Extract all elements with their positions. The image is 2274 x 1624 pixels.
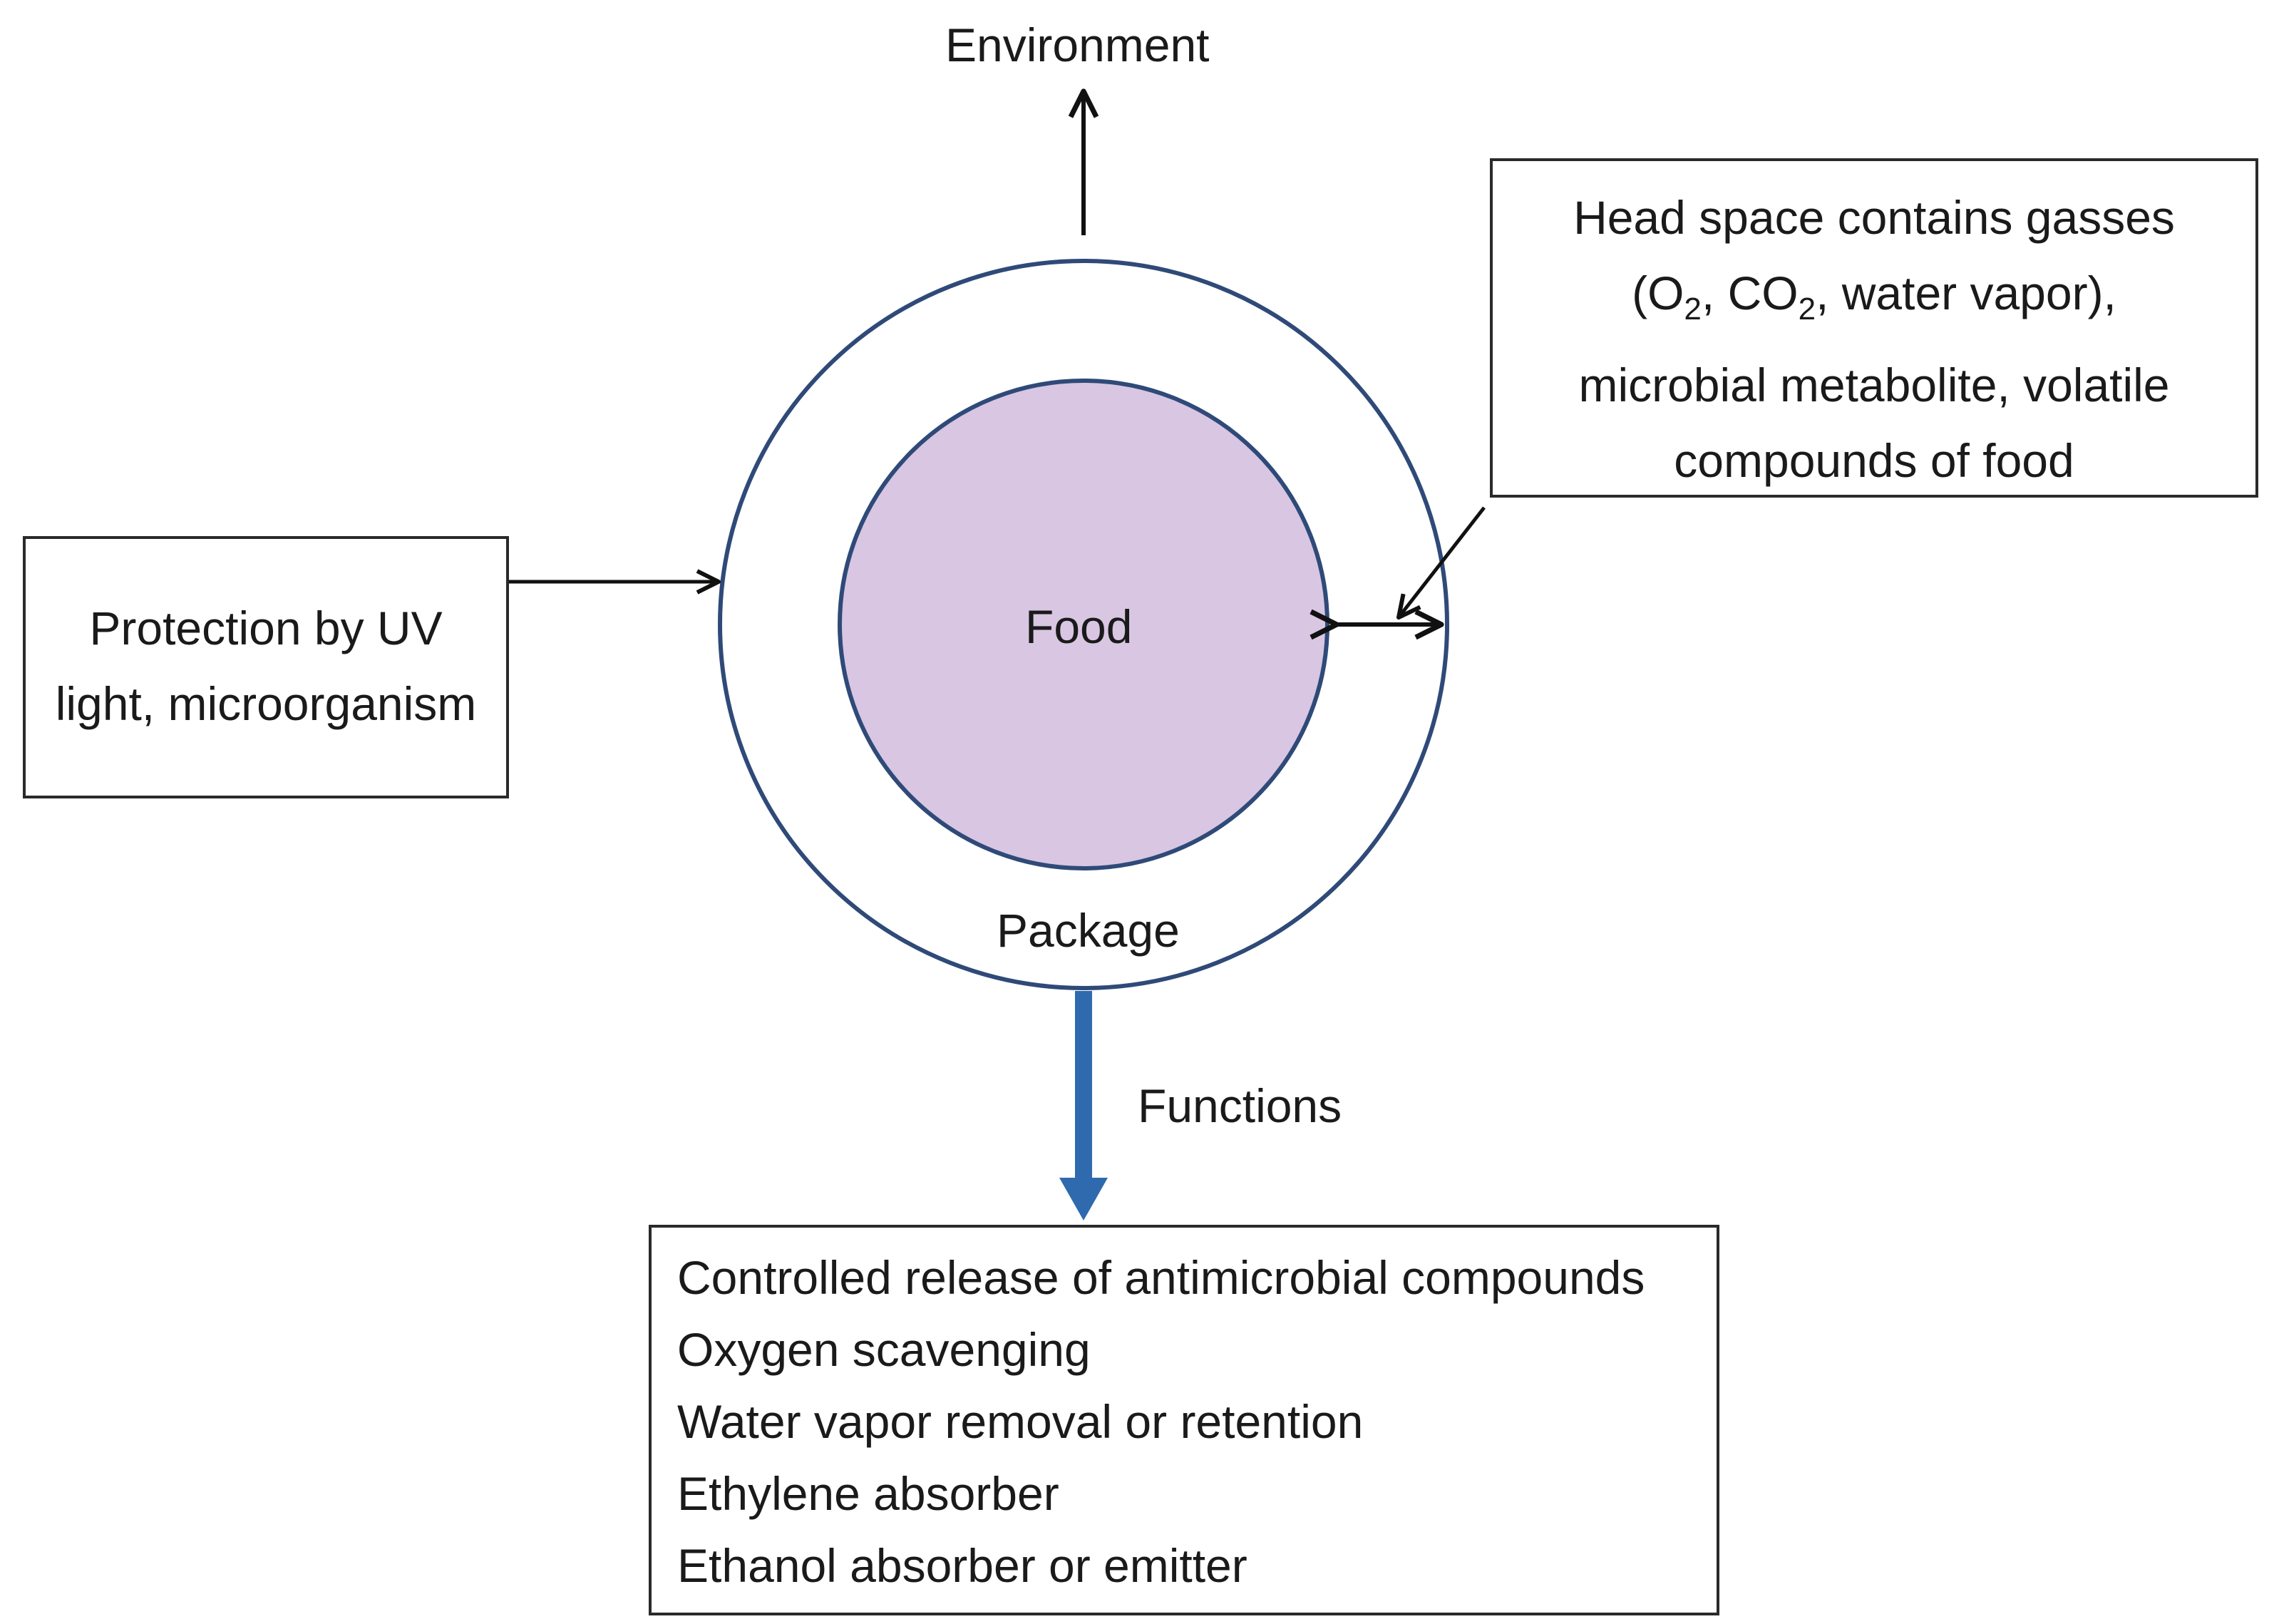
functions-label: Functions <box>1138 1079 1342 1132</box>
headspace-box: Head space contains gasses (O2, CO2, wat… <box>1490 158 2258 498</box>
functions-box: Controlled release of antimicrobial comp… <box>649 1225 1719 1615</box>
protection-box: Protection by UV light, microorganism <box>23 536 509 798</box>
function-item: Oxygen scavenging <box>677 1323 1091 1376</box>
headspace-line-1: Head space contains gasses <box>1573 191 2175 244</box>
headspace-line-3: microbial metabolite, volatile <box>1578 359 2170 412</box>
headspace-line2-open: (O <box>1632 267 1684 319</box>
environment-label: Environment <box>945 19 1210 71</box>
function-item: Controlled release of antimicrobial comp… <box>677 1251 1645 1304</box>
headspace-pointer-arrow <box>1396 506 1486 620</box>
package-label: Package <box>997 904 1180 957</box>
protection-line-1: Protection by UV <box>89 602 443 654</box>
headspace-sub-o2: 2 <box>1684 292 1702 327</box>
functions-arrow-head <box>1059 1178 1108 1220</box>
headspace-sub-co2: 2 <box>1798 292 1816 327</box>
functions-arrow-shaft <box>1075 991 1092 1183</box>
function-item: Ethylene absorber <box>677 1467 1059 1520</box>
function-item: Ethanol absorber or emitter <box>677 1539 1247 1592</box>
protection-line-2: light, microorganism <box>55 677 477 730</box>
food-label: Food <box>1025 600 1133 653</box>
function-item: Water vapor removal or retention <box>677 1395 1364 1448</box>
headspace-line2-mid: , CO <box>1701 267 1799 319</box>
headspace-line-2: (O2, CO2, water vapor), <box>1493 255 2255 347</box>
headspace-line2-close: , water vapor), <box>1816 267 2116 319</box>
headspace-line-4: compounds of food <box>1674 434 2074 488</box>
